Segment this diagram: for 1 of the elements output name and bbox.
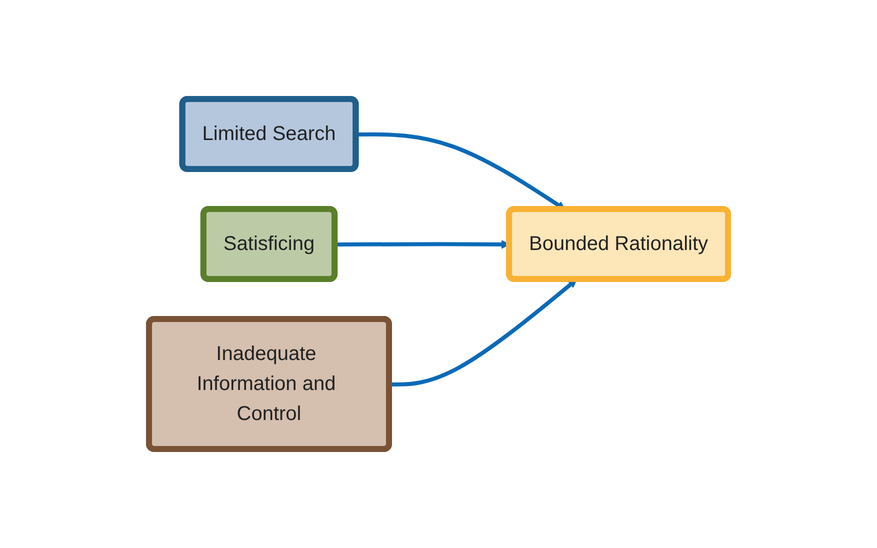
arrow — [389, 279, 578, 386]
